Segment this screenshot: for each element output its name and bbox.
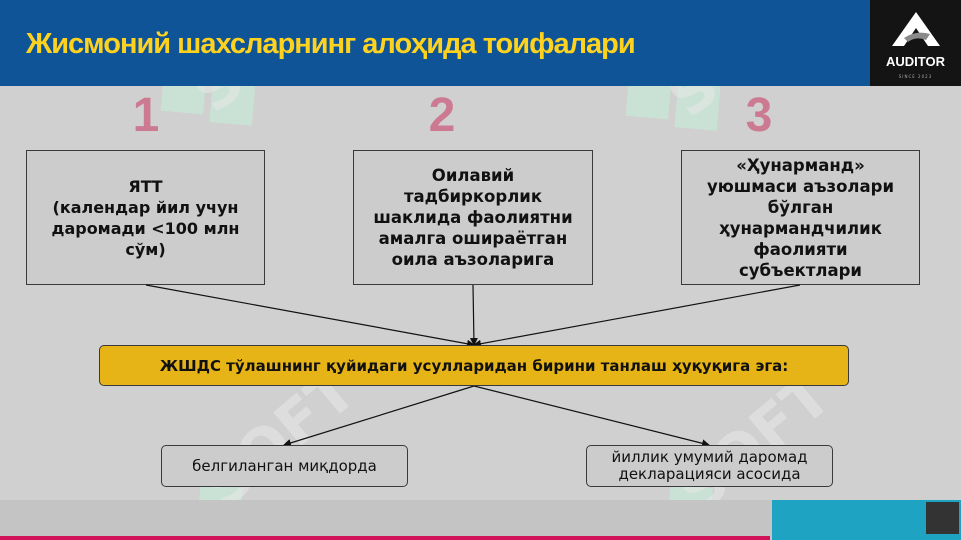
category-number-2: 2 <box>428 89 456 142</box>
center-statement-box: ЖШДС тўлашнинг қуйидаги усулларидан бири… <box>99 345 849 386</box>
page-title: Жисмоний шахсларнинг алоҳида тоифалари <box>26 28 636 60</box>
category-2-line: оила аъзоларига <box>391 250 555 269</box>
category-1-line: ЯТТ <box>128 176 163 196</box>
category-box-1: ЯТТ (календар йил учун даромади <100 млн… <box>26 150 265 285</box>
auditor-logo: AUDITOR SINCE 2023 <box>870 0 961 86</box>
arrow-1-to-center <box>145 284 475 348</box>
category-3-line: бўлган <box>767 197 834 217</box>
option-2-line: декларацияси асосида <box>618 465 801 483</box>
category-2-line: Оилавий <box>431 166 515 185</box>
category-1-line: даромади <100 млн <box>51 218 240 238</box>
category-3-line: ҳунармандчилик <box>719 218 882 238</box>
logo-subtext: SINCE 2023 <box>898 74 933 79</box>
logo-text: AUDITOR <box>886 54 945 69</box>
header-bar <box>0 0 961 86</box>
option-box-declaration: йиллик умумий даромад декларацияси асоси… <box>586 445 833 487</box>
logo-triangle-icon <box>892 12 940 46</box>
category-1-line: сўм) <box>125 239 166 259</box>
category-3-line: фаолияти <box>753 239 848 259</box>
arrow-2-to-center <box>469 284 478 346</box>
center-statement-text: ЖШДС тўлашнинг қуйидаги усулларидан бири… <box>159 356 789 375</box>
category-2-line: амалга ошираётган <box>378 229 568 248</box>
arrow-3-to-center <box>473 284 801 348</box>
footer-accent-line <box>0 536 770 540</box>
category-3-line: уюшмаси аъзолари <box>706 176 895 196</box>
category-number-1: 1 <box>132 89 160 142</box>
option-box-fixed: белгиланган миқдорда <box>161 445 408 487</box>
category-box-3: «Ҳунарманд» уюшмаси аъзолари бўлган ҳуна… <box>681 150 920 285</box>
category-box-2: Оилавий тадбиркорлик шаклида фаолиятни а… <box>353 150 593 285</box>
footer-dark-square <box>926 502 959 534</box>
option-2-line: йиллик умумий даромад <box>611 448 808 466</box>
category-2-line: шаклида фаолиятни <box>373 208 573 227</box>
arrow-center-to-option-1 <box>283 385 475 447</box>
category-2-line: тадбиркорлик <box>403 187 543 206</box>
arrow-center-to-option-2 <box>473 385 710 448</box>
category-number-3: 3 <box>745 89 773 142</box>
category-1-line: (календар йил учун <box>52 197 239 217</box>
option-1-line: белгиланган миқдорда <box>192 456 377 475</box>
category-3-line: «Ҳунарманд» <box>736 155 865 175</box>
category-3-line: субъектлари <box>738 260 862 280</box>
